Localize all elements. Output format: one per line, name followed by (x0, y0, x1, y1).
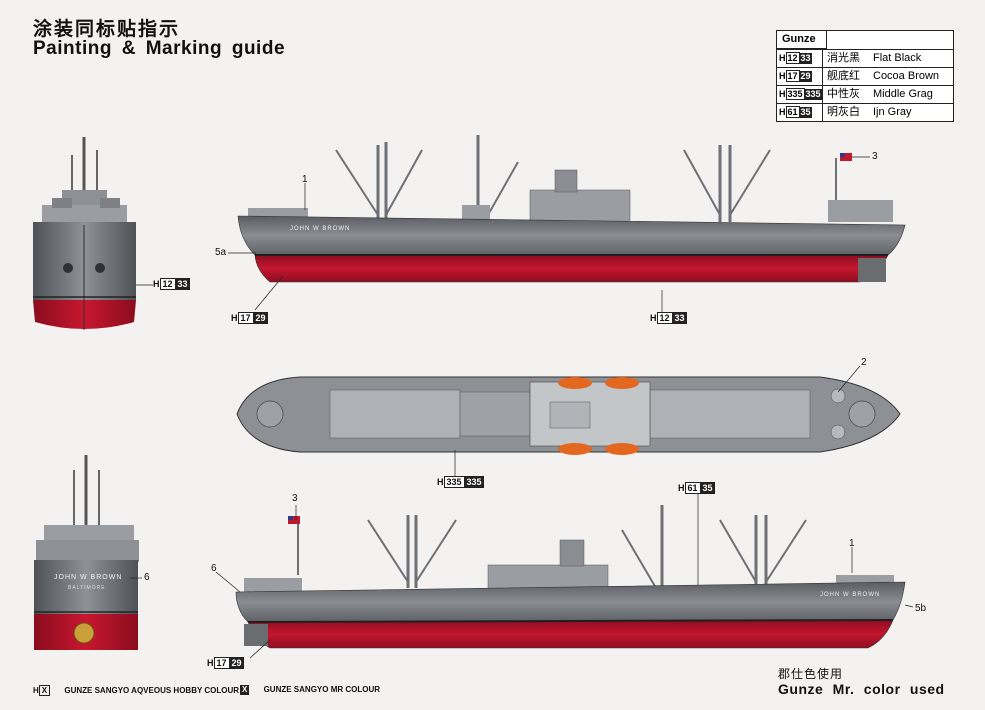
side-profile-top (237, 135, 906, 283)
legend-en-name: Ijn Gray (873, 106, 912, 118)
marker-1-bottom: 1 (849, 538, 855, 549)
marker-3-top: 3 (872, 151, 878, 162)
page-title-en: Painting & Marking guide (33, 38, 286, 59)
legend-header: Gunze (777, 31, 827, 49)
colors-used-cn: 郡仕色使用 (778, 667, 844, 681)
stern-name: JOHN W BROWN (54, 574, 123, 581)
side-profile-bottom (235, 505, 906, 649)
stern-view (34, 455, 139, 650)
stern-port: BALTIMORE (68, 585, 106, 591)
deck-plan-view (236, 376, 901, 455)
marker-3-bottom: 3 (292, 493, 298, 504)
legend-en-name: Cocoa Brown (873, 70, 940, 82)
legend-en-name: Middle Grag (873, 88, 933, 100)
legend-en-name: Flat Black (873, 52, 922, 64)
bow-view (33, 137, 136, 330)
legend-cn-name: 明灰白 (827, 106, 860, 118)
marker-5a: 5a (215, 247, 227, 258)
marker-6-stern: 6 (144, 572, 150, 583)
page-title-cn: 涂装同标贴指示 (33, 19, 181, 40)
colors-used-en: Gunze Mr. color used (778, 681, 945, 697)
marker-6-side: 6 (211, 563, 217, 574)
legend-cn-name: 消光黑 (827, 52, 860, 64)
legend-cn-name: 舰底红 (827, 70, 860, 82)
marker-2: 2 (861, 357, 867, 368)
mr-colour-note: X GUNZE SANGYO MR COLOUR (240, 685, 381, 695)
marker-1-top: 1 (302, 174, 308, 185)
hull-name-bottom: JOHN W BROWN (820, 592, 881, 598)
leader-lines (130, 156, 914, 659)
marker-5b: 5b (915, 603, 927, 614)
hull-name-top: JOHN W BROWN (290, 226, 351, 232)
legend-cn-name: 中性灰 (827, 88, 860, 100)
